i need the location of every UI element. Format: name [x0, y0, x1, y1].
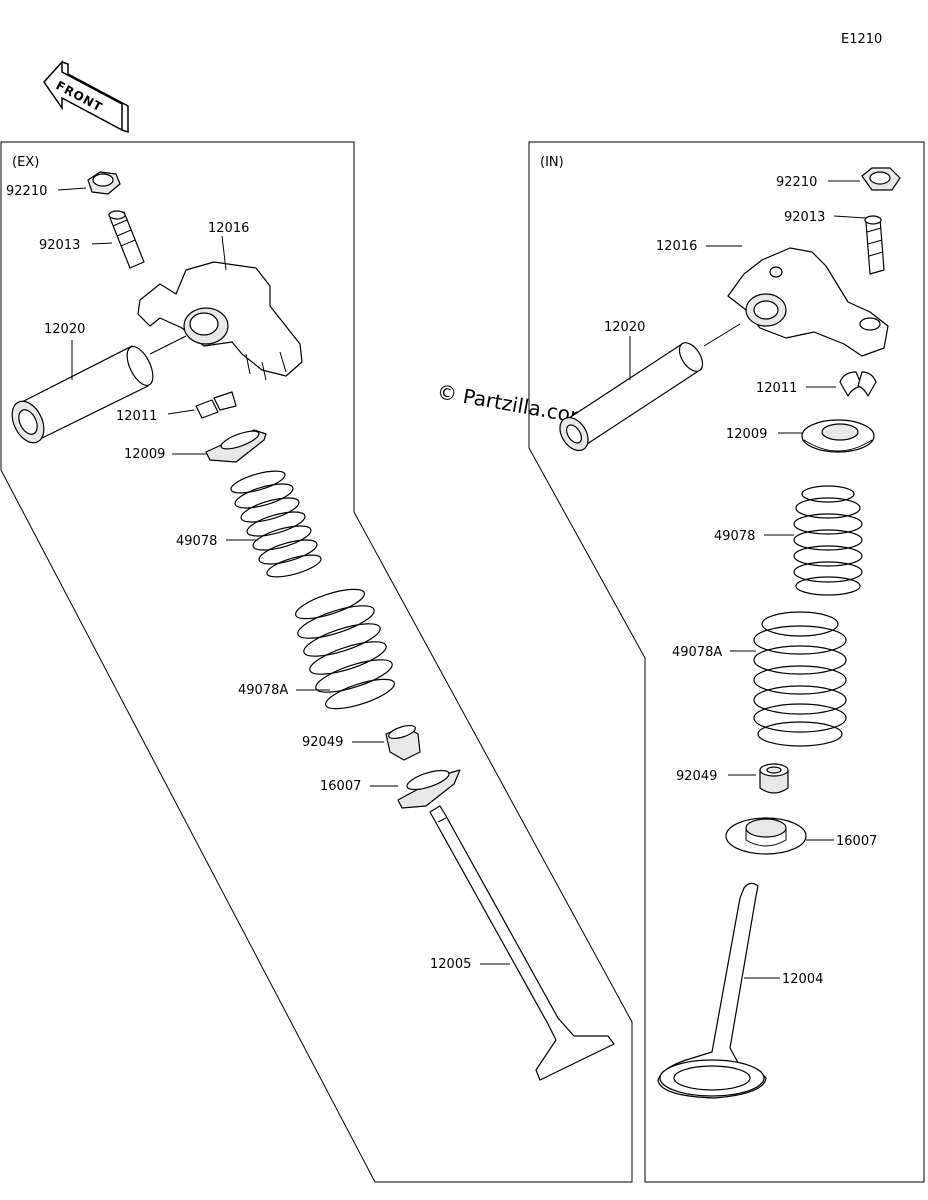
in-shaft-part — [559, 342, 704, 452]
ex-nut-part — [87, 171, 121, 195]
in-seat-part — [725, 817, 807, 855]
ex-section-label: (EX) — [12, 155, 39, 170]
ex-label-12011: 12011 — [116, 409, 157, 424]
in-outer-spring-part — [753, 611, 847, 747]
ex-label-12016: 12016 — [208, 221, 249, 236]
ex-label-16007: 16007 — [320, 779, 361, 794]
ex-cotter-part — [195, 391, 237, 419]
ex-inner-spring-part — [230, 470, 322, 578]
in-label-12020: 12020 — [604, 320, 645, 335]
in-label-92013: 92013 — [784, 210, 825, 225]
ex-label-12009: 12009 — [124, 447, 165, 462]
ex-adjuster-part — [108, 210, 145, 269]
in-label-16007: 16007 — [836, 834, 877, 849]
in-label-12016: 12016 — [656, 239, 697, 254]
in-seal-part — [759, 763, 789, 794]
ex-label-92013: 92013 — [39, 238, 80, 253]
ex-label-92210: 92210 — [6, 184, 47, 199]
in-valve-part — [657, 882, 767, 1099]
in-cotter-part — [839, 371, 877, 397]
ex-rocker-arm-part — [137, 261, 303, 381]
ex-label-12020: 12020 — [44, 322, 85, 337]
in-label-12004: 12004 — [782, 972, 823, 987]
in-adjuster-part — [864, 215, 885, 275]
ex-outer-spring-part — [295, 588, 395, 710]
in-label-92210: 92210 — [776, 175, 817, 190]
in-rocker-arm-part — [727, 247, 889, 357]
in-label-49078: 49078 — [714, 529, 755, 544]
ex-label-49078A: 49078A — [238, 683, 288, 698]
in-section-label: (IN) — [540, 155, 564, 170]
in-label-12011: 12011 — [756, 381, 797, 396]
in-label-92049: 92049 — [676, 769, 717, 784]
ex-label-92049: 92049 — [302, 735, 343, 750]
ex-section-frame — [0, 141, 633, 1183]
in-retainer-part — [801, 419, 875, 453]
in-section-frame — [528, 141, 925, 1183]
in-label-12009: 12009 — [726, 427, 767, 442]
ex-label-12005: 12005 — [430, 957, 471, 972]
ex-seat-part — [397, 769, 461, 809]
ex-valve-part — [429, 805, 615, 1081]
diagram-code: E1210 — [841, 32, 882, 47]
in-inner-spring-part — [793, 485, 863, 596]
front-arrow-icon: FRONT — [43, 60, 129, 134]
ex-shaft-part — [11, 345, 154, 444]
ex-retainer-part — [205, 429, 267, 463]
in-nut-part — [861, 167, 901, 191]
ex-seal-part — [385, 724, 421, 761]
ex-label-49078: 49078 — [176, 534, 217, 549]
in-label-49078A: 49078A — [672, 645, 722, 660]
